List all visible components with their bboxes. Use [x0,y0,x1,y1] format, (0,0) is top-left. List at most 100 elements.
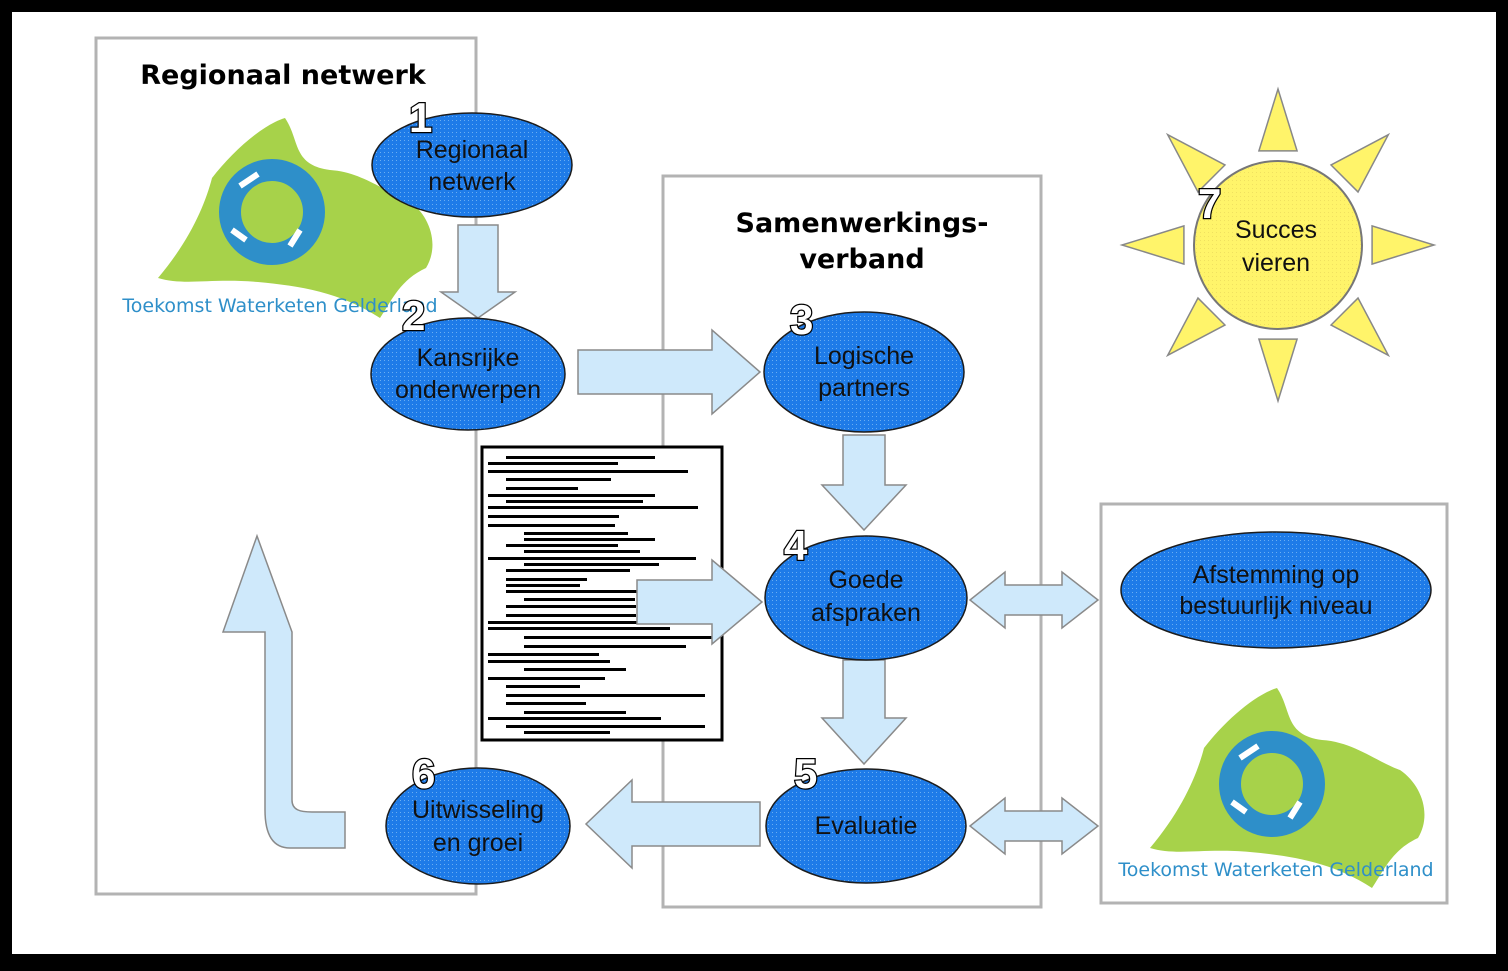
document-text-line [488,515,619,518]
sun-ray [1329,296,1391,358]
step-6-label-line1: Uitwisseling [412,796,544,824]
logo-region-shape [158,118,433,318]
step-3-label-line2: partners [818,374,910,402]
step-6-label-line2: en groei [433,829,523,857]
logo-caption-bottom: Toekomst Waterketen Gelderland [1117,859,1433,881]
sun-ray [1257,86,1299,152]
arrow-4-to-5 [820,659,908,766]
collaboration-title-line2: verband [799,244,924,275]
regional-network-title: Regionaal netwerk [140,60,427,91]
step-1-label-line1: Regionaal [416,136,529,164]
document-text-line [524,532,628,535]
step-4-number: 4 [784,522,808,569]
document-text-line [524,563,659,566]
document-text-line [488,627,670,630]
step-3-label-line1: Logische [814,342,914,370]
document-text-line [506,487,578,490]
document-text-line [524,711,626,714]
document-text-line [524,645,686,648]
document-text-line [506,605,636,608]
document-text-line [524,550,640,553]
step-4-label-line2: afspraken [811,599,921,627]
sun-ray [1257,338,1299,404]
step-3-number: 3 [790,296,813,343]
document-text-line [524,668,626,671]
step-2-label-line1: Kansrijke [417,344,520,372]
sun-ray [1329,132,1391,194]
step-7-number: 7 [1198,180,1221,227]
logo-caption-top: Toekomst Waterketen Gelderland [121,295,437,317]
document-text-line [488,717,661,720]
document-text-line [488,470,688,473]
arrow-document-to-4 [636,558,764,646]
step-4-ellipse [764,535,968,661]
document-text-line [488,621,666,624]
document-text-line [488,677,605,680]
step-2-ellipse [370,317,566,431]
sun-disc [1193,160,1363,330]
document-text-line [488,462,618,465]
sun-icon [1119,86,1437,404]
side-label-line2: bestuurlijk niveau [1179,592,1372,620]
step-1-ellipse [371,112,573,218]
arrow-3-to-4 [820,434,908,532]
document-text-line [524,636,716,639]
document-text-line [506,544,618,547]
document-text-line [524,598,635,601]
document-text-line [506,478,611,481]
document-text-line [506,500,643,503]
sun-ray [1119,224,1185,266]
document-text-line [506,685,580,688]
step-5-ellipse [765,768,967,884]
step-2-number: 2 [402,292,425,339]
document-text-line [506,456,655,459]
step-4-label-line1: Goede [828,566,903,594]
document-text-line [488,660,610,663]
step-1-number: 1 [409,94,432,141]
logo-cycle-icon [219,159,325,265]
side-label-line1: Afstemming op [1193,561,1360,589]
step-7-label-line2: vieren [1242,249,1310,277]
logo-cycle-gaps-2 [1230,743,1303,820]
document-text-line [524,538,655,541]
arrow-6-cycle-up [221,533,346,849]
logo-waterketen-top: Toekomst Waterketen Gelderland [121,118,438,318]
logo-cycle-icon-2 [1219,731,1325,837]
step-1-label-line2: netwerk [428,168,516,196]
logo-waterketen-bottom: Toekomst Waterketen Gelderland [1117,688,1434,888]
administrative-box [1099,502,1449,905]
step-5-label: Evaluatie [815,812,918,840]
collaboration-title-line1: Samenwerkings- [736,208,989,239]
sun-ray [1371,224,1437,266]
sun-ray [1165,296,1227,358]
document-text-line [488,557,696,560]
logo-center-dot [252,192,292,232]
document-text-line [488,494,655,497]
document-text-line [506,590,674,593]
document-text-line [506,694,705,697]
step-2-label-line2: onderwerpen [395,376,541,404]
document-text-line [488,653,599,656]
logo-cycle-gaps [230,171,303,248]
step-6-number: 6 [412,750,435,797]
arrow-1-to-2 [438,224,518,319]
step-5-number: 5 [794,750,817,797]
document-text-line [506,578,587,581]
document-text-line [506,614,636,617]
document-text-line [506,702,586,705]
document-text-line [524,731,610,734]
document-text-line [488,506,698,509]
document-text-line [506,569,630,572]
step-6-ellipse [385,767,571,885]
logo-center-dot-2 [1252,764,1292,804]
document-text-line [506,725,705,728]
step-7-label-line1: Succes [1235,216,1317,244]
document-text-line [488,524,615,527]
arrow-2-to-3 [577,328,762,416]
arrow-5-to-6 [584,778,761,870]
arrow-4-side-double [968,570,1100,630]
side-ellipse [1120,531,1432,649]
regional-network-box [94,36,478,896]
